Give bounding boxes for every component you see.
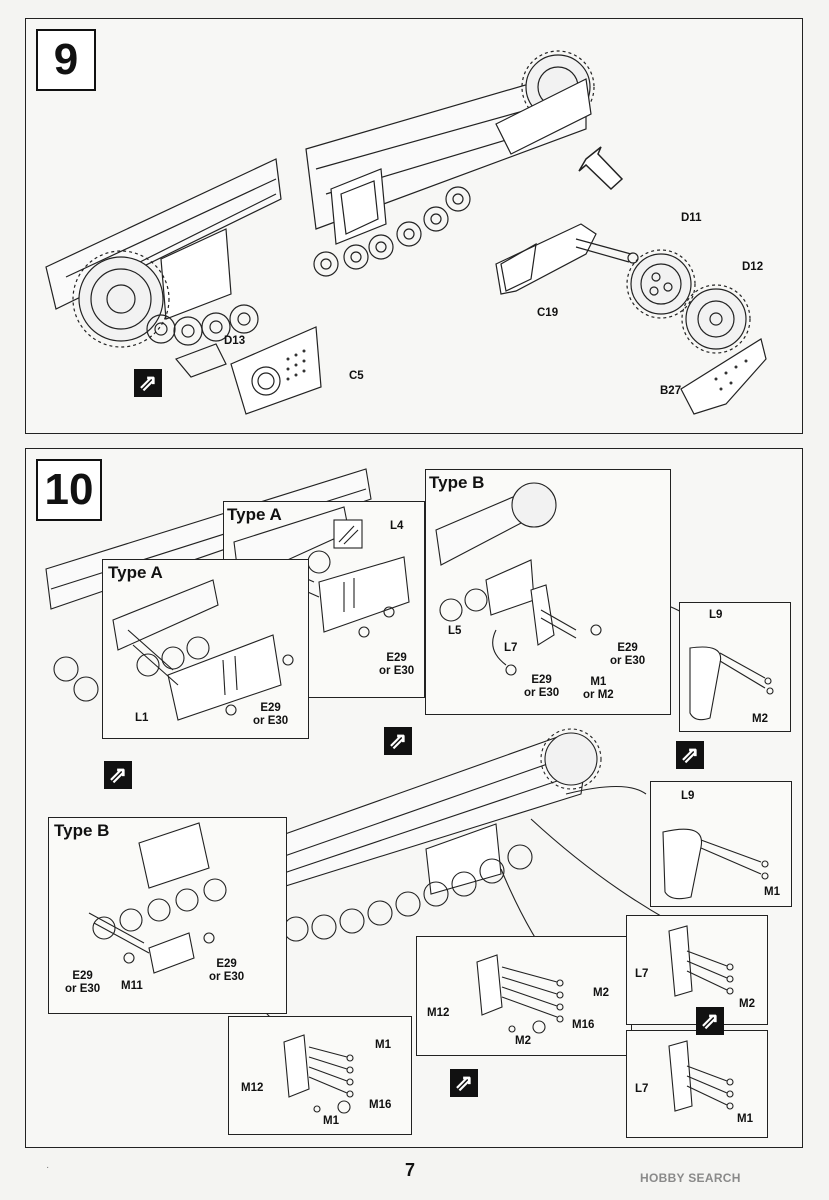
- step-9-panel: 9: [25, 18, 803, 434]
- inset-m12-middle: M12 M2 M16 M2: [416, 936, 632, 1056]
- part-label-m1-low-a: M1: [375, 1039, 391, 1051]
- assembly-arrow-icon: ⇗: [450, 1069, 478, 1097]
- type-a-upper-label: Type A: [227, 505, 282, 524]
- assembly-arrow-icon: ⇗: [104, 761, 132, 789]
- part-label-e29-bl1: E29 or E30: [65, 970, 101, 995]
- part-label-c19: C19: [537, 307, 559, 319]
- part-label-e29-bl2: E29 or E30: [209, 958, 245, 983]
- part-label-m16-mid: M16: [572, 1019, 595, 1031]
- part-label-e29-b: E29 or E30: [610, 642, 646, 667]
- part-label-m1-l9: M1: [764, 886, 780, 898]
- part-label-l7-right1: L7: [635, 968, 649, 980]
- part-label-d12: D12: [742, 261, 764, 273]
- part-label-l9-mid: L9: [681, 790, 695, 802]
- inset-l7-right-1-drawing: [668, 925, 734, 997]
- part-label-m2-l9: M2: [752, 713, 768, 725]
- inset-l9-top: L9 M2: [679, 602, 791, 732]
- part-label-b27: B27: [660, 385, 682, 397]
- part-label-e29-b2: E29 or E30: [524, 674, 560, 699]
- step-9-number: 9: [36, 29, 96, 91]
- type-b-left-label: Type B: [54, 821, 110, 840]
- part-label-l7-right2: L7: [635, 1083, 649, 1095]
- part-label-l1: L1: [135, 712, 149, 724]
- assembly-arrow-icon: ⇗: [134, 369, 162, 397]
- part-label-c5: C5: [349, 370, 364, 382]
- part-label-l7-b: L7: [504, 642, 518, 654]
- footer-small-mark: ·: [46, 1162, 50, 1173]
- part-label-m1-or-m2: M1 or M2: [583, 676, 614, 701]
- part-label-l9-top: L9: [709, 609, 723, 621]
- part-label-e29-a-upper: E29 or E30: [379, 652, 415, 677]
- inset-type-b-left-drawing: [88, 822, 227, 974]
- assembly-arrow-icon: ⇗: [676, 741, 704, 769]
- part-label-m2-mid-a: M2: [593, 987, 609, 999]
- page-number: 7: [405, 1160, 416, 1180]
- inset-l9-top-drawing: [689, 646, 774, 721]
- part-label-l4: L4: [390, 520, 404, 532]
- part-label-m1-right2: M1: [737, 1113, 753, 1125]
- type-a-left-label: Type A: [108, 563, 163, 582]
- assembly-arrow-icon: ⇗: [384, 727, 412, 755]
- inset-type-b-right-drawing: [435, 482, 602, 676]
- part-label-m1-low-b: M1: [323, 1115, 339, 1127]
- inset-m12-low-drawing: [283, 1034, 354, 1114]
- part-label-m12-mid: M12: [427, 1007, 450, 1019]
- part-label-m2-mid-b: M2: [515, 1035, 531, 1047]
- inset-l9-middle: L9 M1: [650, 781, 792, 907]
- part-label-d13: D13: [224, 335, 246, 347]
- type-b-right-label: Type B: [429, 473, 485, 492]
- step-10-panel: 10: [25, 448, 803, 1148]
- inset-type-a-left-drawing: [112, 579, 294, 721]
- inset-l7-right-2-drawing: [668, 1040, 734, 1112]
- part-label-m11: M11: [121, 980, 143, 992]
- inset-m12-middle-drawing: [476, 954, 564, 1034]
- inset-l7-right-1: L7 M2: [626, 915, 768, 1025]
- step-9-hull-drawing: [45, 50, 767, 415]
- part-label-m2-right1: M2: [739, 998, 755, 1010]
- watermark: HOBBY SEARCH: [640, 1171, 741, 1185]
- inset-l9-middle-drawing: [662, 828, 769, 900]
- part-label-l5: L5: [448, 625, 462, 637]
- inset-type-b-left: Type B E29 or E30 E29 or E30 M11: [48, 817, 287, 1014]
- inset-type-a-left: Type A L1 E29 or E30: [102, 559, 309, 739]
- inset-m12-low: M12 M1 M16 M1: [228, 1016, 412, 1135]
- part-label-e29-a-left: E29 or E30: [253, 702, 289, 727]
- inset-l7-right-2: L7 M1: [626, 1030, 768, 1138]
- part-label-m16-low: M16: [369, 1099, 392, 1111]
- part-label-m12-low: M12: [241, 1082, 264, 1094]
- step-10-number: 10: [36, 459, 102, 521]
- part-label-d11: D11: [681, 212, 702, 224]
- inset-type-b-right: Type B L5 L7 E29 or E30 E29 or E30 M1 or…: [425, 469, 671, 715]
- assembly-arrow-icon: ⇗: [696, 1007, 724, 1035]
